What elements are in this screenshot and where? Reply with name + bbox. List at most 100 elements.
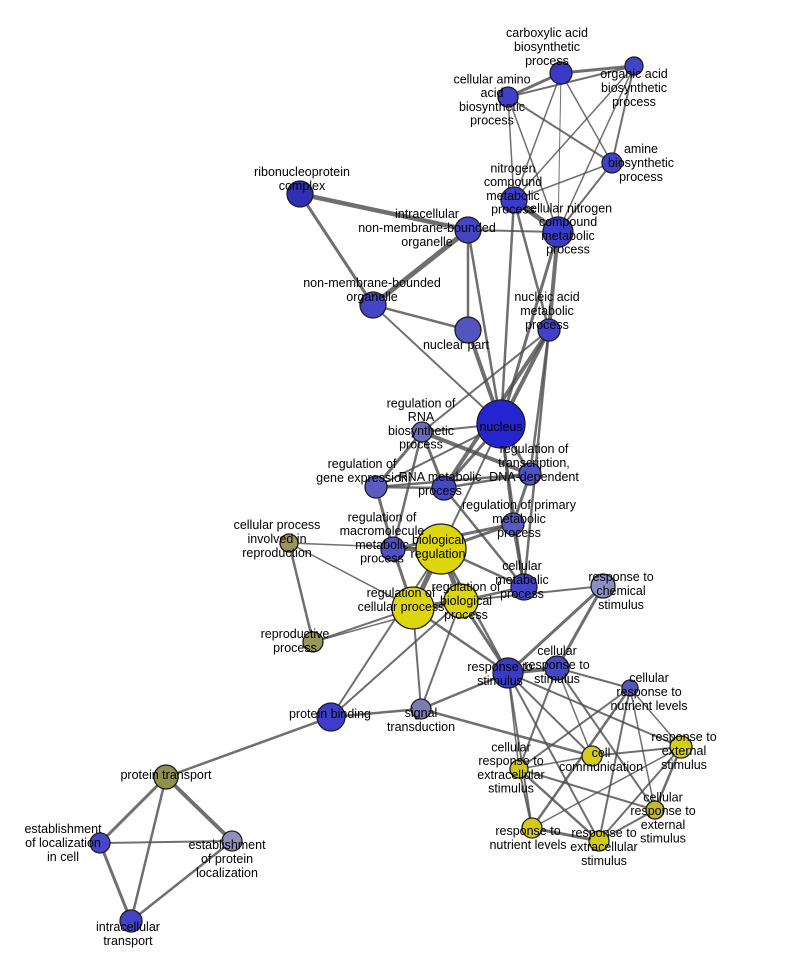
intracellular-non-membrane-bounded-organelle-node[interactable]	[454, 216, 482, 244]
edge-carboxylic-acid-biosynthetic-process--nitrogen-compound-metabolic-process	[513, 72, 562, 201]
edge-protein-transport--establishment-of-protein-localization	[164, 775, 234, 843]
reproductive-process-node[interactable]	[302, 631, 324, 653]
edge-cellular-response-to-stimulus--cell-communication	[556, 667, 593, 757]
edge-organic-acid-biosynthetic-process--nitrogen-compound-metabolic-process	[513, 65, 635, 201]
regulation-of-biological-process-node[interactable]	[443, 583, 479, 619]
edge-cellular-process-involved-in-reproduction--reproductive-process	[287, 541, 315, 644]
protein-binding-label: protein binding	[289, 707, 371, 721]
cellular-response-to-nutrient-levels-node[interactable]	[621, 679, 639, 697]
edge-protein-binding--signal-transduction	[329, 707, 423, 719]
edge-cell-communication--signal-transduction	[419, 707, 594, 758]
edge-cellular-response-to-nutrient-levels--cellular-response-to-external-stimulus	[629, 687, 656, 811]
edge-intracellular-non-membrane-bounded-organelle--non-membrane-bounded-organelle	[370, 227, 471, 308]
cellular-response-to-external-stimulus-node[interactable]	[645, 800, 665, 820]
cellular-response-to-extracellular-stimulus-node[interactable]	[509, 759, 529, 779]
regulation-of-cellular-process-node[interactable]	[391, 586, 435, 630]
establishment-of-localization-in-cell-node[interactable]	[89, 832, 111, 854]
cellular-amino-acid-biosynthetic-process-node[interactable]	[497, 86, 519, 108]
protein-transport-node[interactable]	[153, 764, 179, 790]
edge-response-to-external-stimulus--cellular-response-to-nutrient-levels	[629, 687, 682, 748]
edge-establishment-of-localization-in-cell--establishment-of-protein-localization	[99, 840, 233, 844]
regulation-of-primary-metabolic-process-node[interactable]	[501, 512, 525, 536]
establishment-of-protein-localization-node[interactable]	[221, 830, 243, 852]
non-membrane-bounded-organelle-node[interactable]	[359, 291, 387, 319]
cellular-nitrogen-compound-metabolic-process-node[interactable]	[542, 216, 574, 248]
edge-signal-transduction--regulation-of-biological-process	[420, 600, 462, 710]
edge-response-to-stimulus--response-to-extracellular-stimulus	[507, 672, 600, 842]
regulation-of-gene-expression-node[interactable]	[364, 475, 388, 499]
edge-response-to-stimulus--response-to-chemical-stimulus	[506, 584, 605, 675]
carboxylic-acid-biosynthetic-process-node[interactable]	[549, 61, 573, 85]
edge-carboxylic-acid-biosynthetic-process--cellular-nitrogen-compound-metabolic-process	[557, 72, 562, 233]
amine-biosynthetic-process-node[interactable]	[601, 152, 623, 174]
regulation-of-rna-biosynthetic-process-node[interactable]	[411, 421, 433, 443]
nucleus-label: nucleus	[479, 420, 522, 434]
edge-nucleic-acid-metabolic-process--cellular-metabolic-process	[522, 328, 551, 589]
edge-protein-binding--protein-transport	[164, 715, 333, 779]
edge-carboxylic-acid-biosynthetic-process--organic-acid-biosynthetic-process	[559, 64, 636, 75]
response-to-stimulus-node[interactable]	[492, 657, 524, 689]
edge-cellular-nitrogen-compound-metabolic-process--nucleic-acid-metabolic-process	[547, 230, 560, 332]
organic-acid-biosynthetic-process-node[interactable]	[624, 56, 644, 76]
nuclear-part-label: nuclear part	[423, 338, 490, 352]
rna-metabolic-process-node[interactable]	[431, 475, 457, 501]
biological-regulation-node[interactable]	[415, 523, 467, 575]
response-to-nutrient-levels-node[interactable]	[521, 817, 543, 839]
edge-establishment-of-localization-in-cell--intracellular-transport	[98, 841, 133, 923]
nuclear-part-node[interactable]	[454, 316, 482, 344]
signal-transduction-node[interactable]	[410, 698, 432, 720]
edge-protein-transport--establishment-of-localization-in-cell	[98, 775, 168, 845]
cell-communication-node[interactable]	[581, 745, 603, 767]
edge-ribonucleoprotein-complex--non-membrane-bounded-organelle	[298, 192, 375, 307]
nucleic-acid-metabolic-process-node[interactable]	[537, 318, 561, 342]
edges-layer	[98, 64, 683, 923]
edge-organic-acid-biosynthetic-process--cellular-amino-acid-biosynthetic-process	[507, 65, 635, 98]
intracellular-transport-node[interactable]	[119, 909, 143, 933]
cellular-response-to-stimulus-node[interactable]	[544, 655, 570, 681]
regulation-of-transcription-dna-dependent-node[interactable]	[518, 462, 542, 486]
edge-cellular-amino-acid-biosynthetic-process--nitrogen-compound-metabolic-process	[507, 96, 515, 201]
edge-response-to-external-stimulus--response-to-extracellular-stimulus	[598, 746, 682, 842]
nucleus-node[interactable]	[476, 399, 526, 449]
nitrogen-compound-metabolic-process-node[interactable]	[500, 186, 528, 214]
regulation-of-macromolecule-metabolic-process-node[interactable]	[380, 536, 406, 562]
response-to-chemical-stimulus-node[interactable]	[590, 573, 616, 599]
ribonucleoprotein-complex-node[interactable]	[286, 180, 314, 208]
response-to-external-stimulus-node[interactable]	[669, 735, 693, 759]
cellular-metabolic-process-node[interactable]	[510, 573, 538, 601]
edge-protein-transport--intracellular-transport	[129, 775, 168, 923]
edge-response-to-nutrient-levels--response-to-extracellular-stimulus	[530, 826, 601, 843]
response-to-extracellular-stimulus-node[interactable]	[588, 830, 610, 852]
edge-regulation-of-rna-biosynthetic-process--regulation-of-gene-expression	[374, 430, 424, 489]
edge-establishment-of-protein-localization--intracellular-transport	[129, 839, 234, 923]
edge-regulation-of-rna-biosynthetic-process--regulation-of-macromolecule-metabolic-process	[391, 430, 424, 551]
protein-binding-node[interactable]	[316, 702, 346, 732]
edge-cellular-response-to-stimulus--cellular-response-to-extracellular-stimulus	[518, 667, 558, 770]
cellular-process-involved-in-reproduction-node[interactable]	[279, 533, 299, 553]
edge-organic-acid-biosynthetic-process--cellular-nitrogen-compound-metabolic-process	[557, 65, 635, 233]
